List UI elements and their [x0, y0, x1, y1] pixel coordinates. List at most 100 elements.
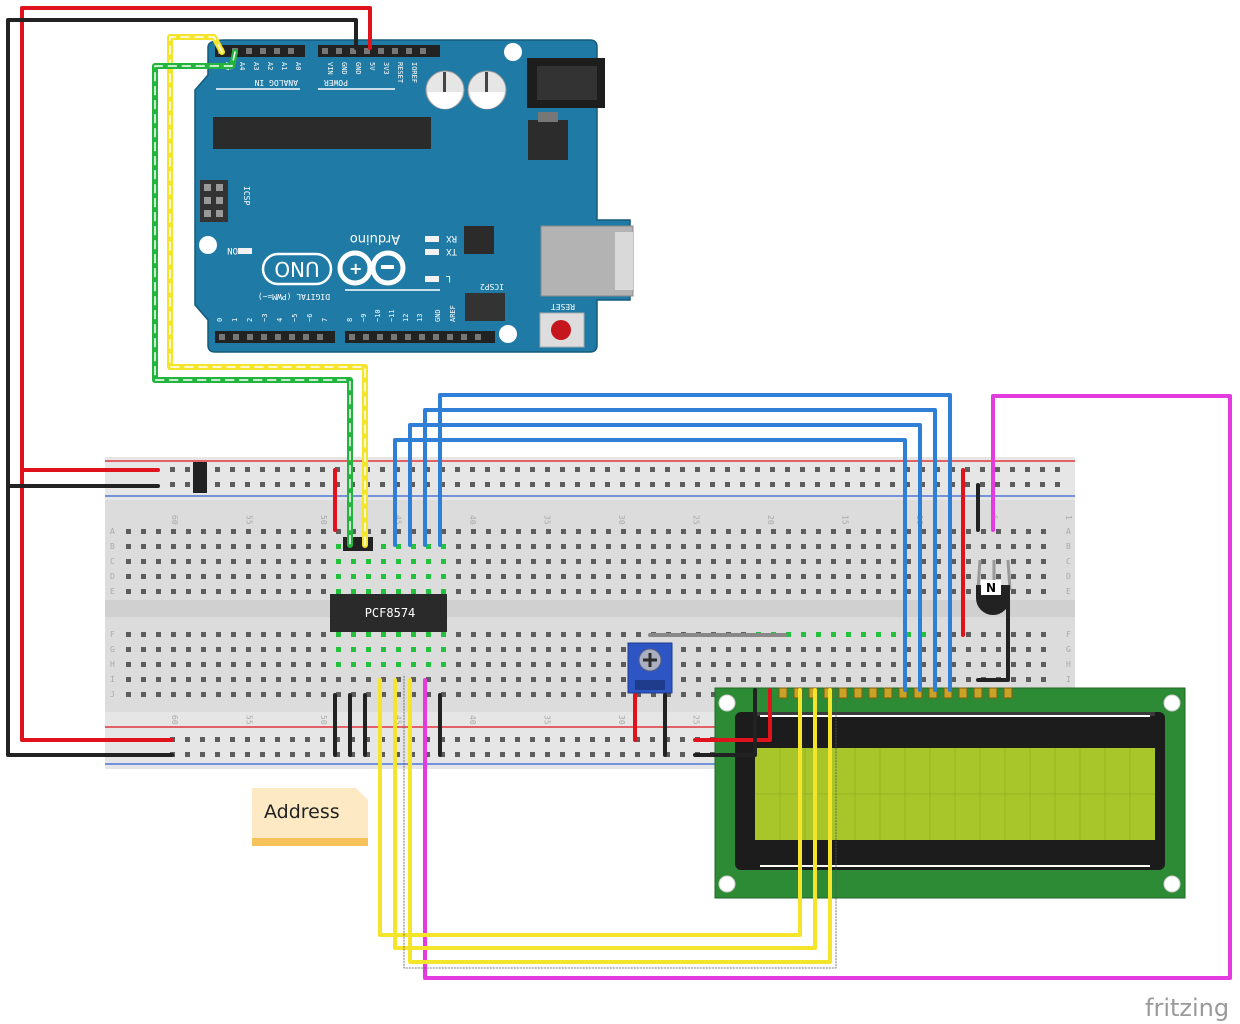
- analog-pin-label: A3: [252, 62, 260, 70]
- npn-transistor[interactable]: N: [976, 559, 1012, 615]
- row-letter: D: [110, 572, 115, 581]
- digital-label: DIGITAL (PWM=~): [258, 292, 330, 301]
- wire-d4[interactable]: [438, 393, 952, 692]
- row-letter: F: [110, 630, 115, 639]
- pin-label: GND: [434, 309, 442, 322]
- arduino-uno-board[interactable]: ANALOG IN POWER DIGITAL (PWM=~) A0A1A2A3…: [194, 39, 634, 353]
- icsp-label: ICSP: [242, 186, 251, 205]
- row-letter: E: [1066, 587, 1071, 596]
- lcd-vcc[interactable]: [693, 688, 772, 742]
- l-label: L: [446, 273, 451, 283]
- digital-pin-label: ~10: [374, 309, 382, 322]
- mounting-hole: [199, 236, 217, 254]
- row-letter: A: [1066, 527, 1071, 536]
- column-number: 25: [692, 715, 701, 725]
- wire-rs[interactable]: [378, 678, 802, 937]
- column-number: 30: [617, 715, 626, 725]
- power-pin-label: GND: [354, 62, 362, 75]
- digital-pin-label: 4: [276, 318, 284, 322]
- capacitor: [467, 70, 507, 110]
- svg-text:+: +: [349, 259, 362, 278]
- reset-button[interactable]: [539, 312, 585, 348]
- rail-jumper: [193, 462, 207, 493]
- chip-label: PCF8574: [365, 606, 416, 620]
- column-number: 50: [319, 515, 328, 525]
- wire-scl[interactable]: [152, 49, 353, 548]
- uno-label: UNO: [274, 257, 319, 281]
- wire-transistor-lcd[interactable]: [976, 590, 1010, 682]
- digital-pin-label: 0: [216, 318, 224, 322]
- l-led: [425, 276, 439, 282]
- wire-gnd[interactable]: [6, 18, 358, 757]
- icsp2-header: [465, 293, 505, 321]
- row-letter: G: [1066, 645, 1071, 654]
- wire-d6[interactable]: [408, 423, 922, 692]
- potentiometer[interactable]: [627, 642, 673, 694]
- fritzing-watermark: fritzing: [1145, 994, 1229, 1022]
- row-letter: J: [110, 690, 115, 699]
- wire-d7[interactable]: [393, 438, 907, 692]
- icsp2-label: ICSP2: [480, 282, 504, 291]
- power-pin-label: 5V: [368, 62, 376, 71]
- digital-pin-label: 13: [416, 314, 424, 322]
- on-led: [238, 248, 252, 254]
- on-label: ON: [227, 245, 238, 255]
- column-number: 20: [766, 515, 775, 525]
- analog-in-label: ANALOG IN: [254, 78, 298, 87]
- breadboard-channel: [105, 600, 1075, 617]
- power-pin-label: IOREF: [410, 62, 418, 83]
- note-text: Address: [264, 801, 340, 823]
- wire-en[interactable]: [408, 678, 832, 964]
- column-number: 60: [170, 515, 179, 525]
- power-pin-label: VIN: [326, 62, 334, 75]
- power-pin-label: RESET: [396, 62, 404, 84]
- digital-pin-label: 8: [346, 318, 354, 322]
- analog-pin-label: A0: [294, 62, 302, 70]
- row-letter: C: [1066, 557, 1071, 566]
- wire-rw[interactable]: [393, 678, 817, 950]
- digital-pin-label: 12: [402, 314, 410, 322]
- row-letter: H: [110, 660, 115, 669]
- analog-pin-label: A2: [266, 62, 274, 70]
- digital-pin-label: ~5: [291, 314, 299, 322]
- column-number: 15: [841, 515, 850, 525]
- digital-pin-label: 2: [246, 318, 254, 322]
- row-letter: F: [1066, 630, 1071, 639]
- wire-backlight[interactable]: [423, 394, 1232, 980]
- column-number: 55: [245, 515, 254, 525]
- transistor-label: N: [986, 581, 996, 595]
- wires: [6, 6, 1232, 980]
- wire-d5[interactable]: [423, 408, 937, 692]
- row-letter: C: [110, 557, 115, 566]
- column-number: 40: [468, 715, 477, 725]
- mounting-hole: [504, 43, 522, 61]
- lcd-16x2[interactable]: [714, 687, 1186, 899]
- row-letter: B: [1066, 542, 1071, 551]
- digital-pin-label: ~11: [388, 309, 396, 322]
- address-note[interactable]: Address: [252, 788, 368, 846]
- column-number: 30: [617, 515, 626, 525]
- column-number: 35: [543, 715, 552, 725]
- column-number: 60: [170, 715, 179, 725]
- lcd-gnd[interactable]: [693, 688, 757, 757]
- row-letter: H: [1066, 660, 1071, 669]
- mounting-hole: [499, 325, 517, 343]
- column-number: 55: [245, 715, 254, 725]
- row-letter: G: [110, 645, 115, 654]
- arduino-logo: UNO + Arduino: [261, 231, 406, 286]
- pcf8574-chip[interactable]: PCF8574: [330, 594, 447, 632]
- digital-pin-label: ~6: [306, 314, 314, 322]
- row-letter: B: [110, 542, 115, 551]
- tx-label: TX: [446, 246, 457, 256]
- analog-pin-label: A4: [238, 62, 246, 70]
- usb-chip: [464, 226, 494, 254]
- row-letter: E: [110, 587, 115, 596]
- capacitor: [425, 70, 465, 110]
- column-number: 40: [468, 515, 477, 525]
- digital-pin-label: ~3: [261, 314, 269, 322]
- column-number: 45: [394, 515, 403, 525]
- pin-label: AREF: [449, 305, 457, 322]
- column-number: 50: [319, 715, 328, 725]
- wire-5v[interactable]: [20, 6, 372, 742]
